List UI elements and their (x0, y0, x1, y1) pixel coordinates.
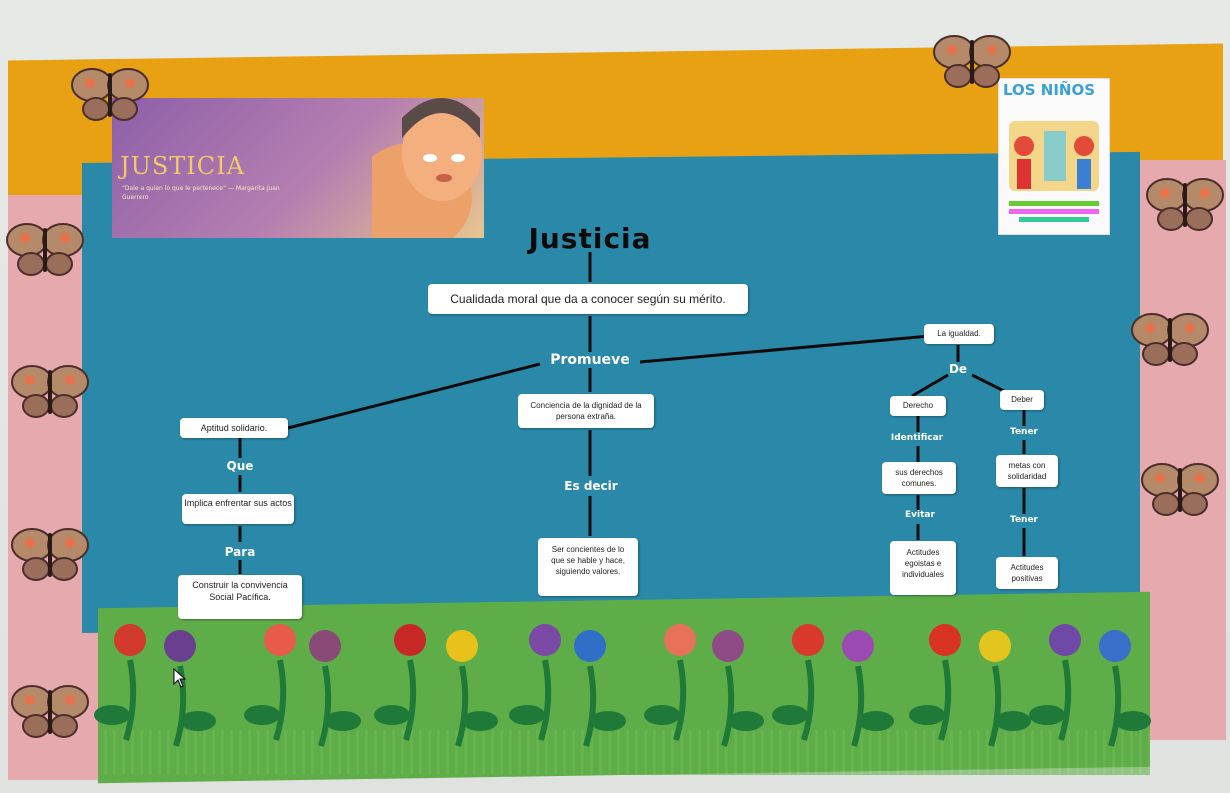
flower-stem (538, 659, 552, 741)
handprint-flower (842, 630, 874, 662)
leaf (374, 705, 410, 725)
handprint-flower (1049, 624, 1081, 656)
handprint-flower (1099, 630, 1131, 662)
flower-stem (1108, 665, 1122, 747)
conciencia-node: Conciencia de la dignidad de la persona … (518, 394, 654, 428)
sus-derechos-node: sus derechos comunes. (882, 462, 956, 494)
handprint-flower (574, 630, 606, 662)
flower-stem (123, 659, 137, 741)
actitudes-positivas-node: Actitudes positivas (996, 557, 1058, 589)
handprint-flower (529, 624, 561, 656)
implica-node: Implica enfrentar sus actos (182, 494, 294, 524)
butterfly-icon (1146, 178, 1224, 231)
handprint-flower (792, 624, 824, 656)
butterfly-icon (933, 35, 1011, 88)
tener-label-2: Tener (1010, 515, 1038, 525)
flower-stem (801, 659, 815, 741)
flower-stem (673, 659, 687, 741)
metas-node: metas con solidaridad (996, 455, 1058, 487)
handprint-flower (264, 624, 296, 656)
handprint-flower (446, 630, 478, 662)
deber-node: Deber (1000, 390, 1044, 410)
cursor-arrow-icon (173, 668, 187, 688)
flower-stem (938, 659, 952, 741)
handprint-flower (929, 624, 961, 656)
poster-subtitle: “Dale a quien lo que le pertenece” — Mar… (122, 185, 280, 201)
derecho-node: Derecho (890, 396, 946, 416)
handprint-flower (114, 624, 146, 656)
tener-label-1: Tener (1010, 427, 1038, 437)
butterfly-icon (1141, 463, 1219, 516)
poster-title: JUSTICIA (120, 152, 245, 180)
pink-border-right (1138, 160, 1226, 740)
actitudes-egoistas-node: Actitudes egoistas e individuales (890, 541, 956, 595)
butterfly-icon (1131, 313, 1209, 366)
leaf (858, 711, 894, 731)
leaf (728, 711, 764, 731)
leaf (509, 705, 545, 725)
es-decir-label: Es decir (564, 479, 618, 493)
map-title: Justicia (528, 222, 652, 255)
butterfly-icon (11, 528, 89, 581)
justicia-poster: JUSTICIA “Dale a quien lo que le pertene… (112, 98, 484, 238)
handprint-flower (712, 630, 744, 662)
construir-node: Construir la convivencia Social Pacífica… (178, 575, 302, 619)
definition-node: Cualidada moral que da a conocer según s… (428, 284, 748, 314)
leaf (1115, 711, 1151, 731)
leaf (772, 705, 808, 725)
flower-stem (273, 659, 287, 741)
book-title: LOS NIÑOS (1003, 81, 1096, 99)
butterfly-icon (11, 685, 89, 738)
leaf (462, 711, 498, 731)
leaf (94, 705, 130, 725)
leaf (1029, 705, 1065, 725)
que-label: Que (226, 459, 254, 473)
ser-concientes-node: Ser concientes de lo que se hable y hace… (538, 538, 638, 596)
leaf (644, 705, 680, 725)
flower-stem (403, 659, 417, 741)
poster-character-illustration (372, 98, 482, 238)
leaf (909, 705, 945, 725)
identificar-label: Identificar (890, 433, 944, 443)
leaf (995, 711, 1031, 731)
butterfly-icon (71, 68, 149, 121)
flower-stem (455, 665, 469, 747)
handprint-flower (309, 630, 341, 662)
butterfly-icon (6, 223, 84, 276)
de-label: De (948, 362, 968, 376)
handprint-flower (164, 630, 196, 662)
leaf (180, 711, 216, 731)
promueve-label: Promueve (550, 352, 630, 368)
grass-texture (98, 730, 1150, 775)
leaf (325, 711, 361, 731)
flower-stem (318, 665, 332, 747)
leaf (590, 711, 626, 731)
book-cover: LOS NIÑOS (998, 78, 1110, 235)
leaf (244, 705, 280, 725)
handprint-flower (979, 630, 1011, 662)
evitar-label: Evitar (905, 510, 935, 520)
handprint-flower (394, 624, 426, 656)
book-illustration (1009, 121, 1099, 222)
handprint-flower (664, 624, 696, 656)
aptitud-solidario-node: Aptitud solidario. (180, 418, 288, 438)
flower-stem (851, 665, 865, 747)
butterfly-icon (11, 365, 89, 418)
igualdad-node: La igualdad. (924, 324, 994, 344)
flower-stem (721, 665, 735, 747)
flower-stem (173, 665, 187, 747)
flower-stem (988, 665, 1002, 747)
flower-stem (1058, 659, 1072, 741)
para-label: Para (224, 545, 256, 559)
flower-stem (583, 665, 597, 747)
